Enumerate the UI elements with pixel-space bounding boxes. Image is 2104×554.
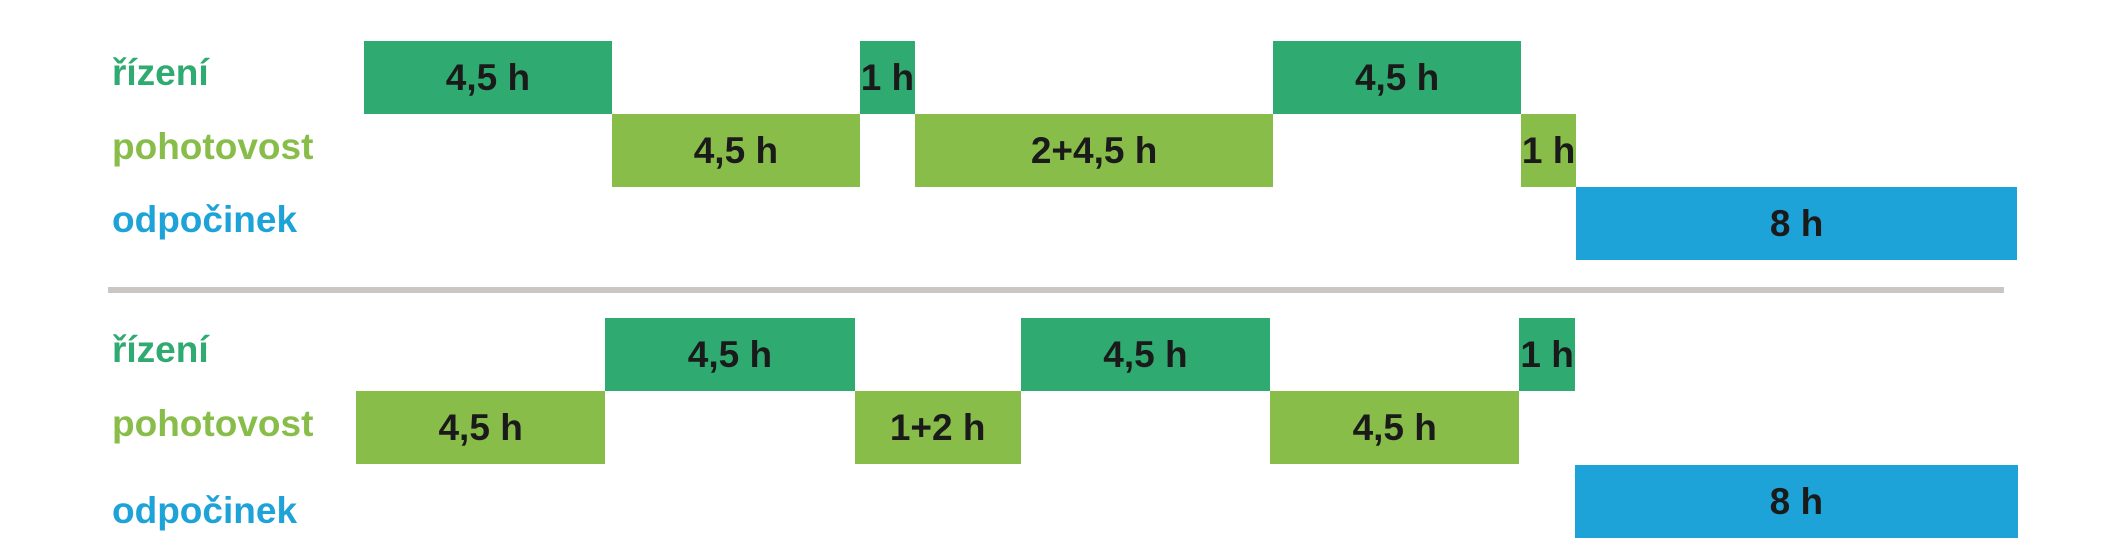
scenario-divider [108,287,2004,293]
block-rizeni: 4,5 h [364,41,612,114]
row-label-pohotovost: pohotovost [112,403,314,444]
row-label-pohotovost: pohotovost [112,126,314,167]
block-rizeni: 4,5 h [605,318,855,391]
block-odpocinek: 8 h [1576,187,2017,260]
block-rizeni: 4,5 h [1020,318,1271,391]
block-pohotovost: 4,5 h [611,114,860,187]
row-label-odpocinek: odpočinek [112,490,298,531]
block-pohotovost: 4,5 h [1270,391,1520,464]
block-rizeni: 1 h [1519,318,1575,391]
block-rizeni: 1 h [859,41,915,114]
block-pohotovost: 4,5 h [356,391,606,464]
row-label-rizeni: řízení [112,52,209,93]
row-label-odpocinek: odpočinek [112,199,298,240]
block-pohotovost: 1+2 h [854,391,1021,464]
block-odpocinek: 8 h [1574,465,2018,538]
row-label-rizeni: řízení [112,329,209,370]
block-pohotovost: 1 h [1521,114,1577,187]
block-pohotovost: 2+4,5 h [915,114,1274,187]
block-rizeni: 4,5 h [1273,41,1522,114]
